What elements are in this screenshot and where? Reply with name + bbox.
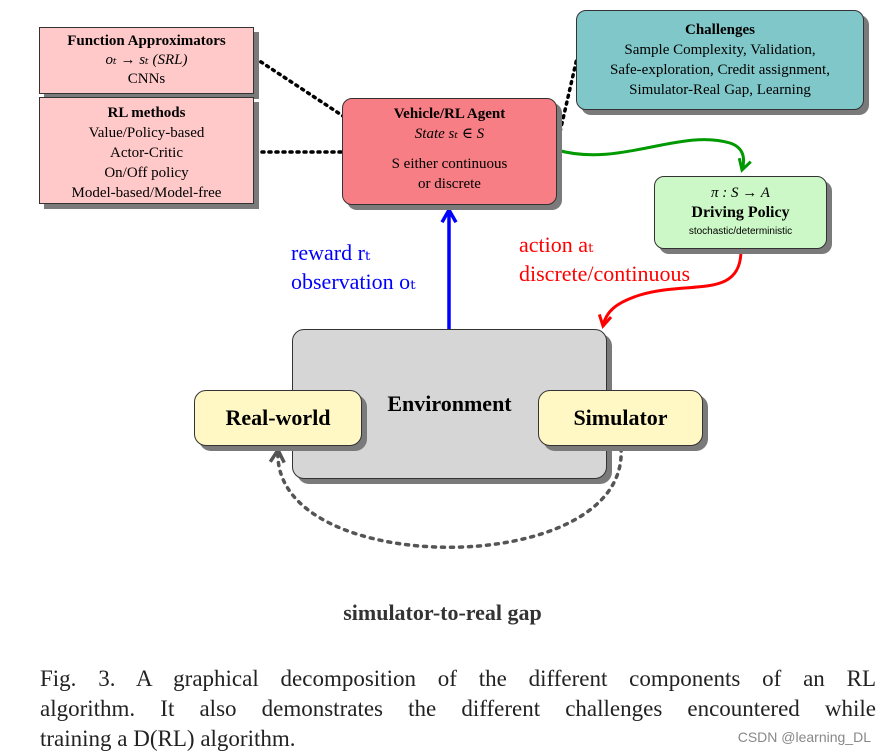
real-world-box: Real-world	[194, 390, 362, 446]
figure-caption-line: Fig. 3. A graphical decomposition of the…	[40, 666, 876, 691]
rl-methods-title: RL methods	[107, 105, 186, 121]
dotted-link-challenges	[555, 56, 579, 147]
challenges-line: Safe-exploration, Credit assignment,	[610, 62, 830, 78]
action-arrow	[597, 249, 743, 329]
agent-state-space: S either continuous	[391, 156, 508, 172]
agent-title: Vehicle/RL Agent	[393, 106, 506, 122]
observation-text: observation oₜ	[291, 269, 416, 294]
policy-formula: π : S → A	[711, 185, 770, 201]
real-world-label: Real-world	[225, 405, 331, 430]
action-label: action aₜ discrete/continuous	[519, 230, 690, 288]
policy-subtitle: stochastic/deterministic	[688, 226, 793, 237]
sim-to-real-dotted-arrow	[268, 446, 623, 549]
challenges-line: Simulator-Real Gap, Learning	[629, 82, 811, 98]
simulator-label: Simulator	[573, 405, 668, 430]
watermark: CSDN @learning_DL	[737, 729, 871, 745]
agent-state-space-cont: or discrete	[418, 176, 481, 192]
rl-methods-item: Value/Policy-based	[88, 125, 205, 141]
reward-observation-label: reward rₜ observation oₜ	[291, 238, 416, 296]
function-approximators-box: Function Approximators oₜ → sₜ (SRL) CNN…	[39, 27, 254, 94]
rl-methods-item: On/Off policy	[104, 165, 189, 181]
action-text: action aₜ	[519, 232, 594, 257]
figure-caption-line: algorithm. It also demonstrates the diff…	[40, 696, 876, 721]
policy-title: Driving Policy	[691, 204, 790, 221]
function-approximators-title: Function Approximators	[67, 33, 226, 49]
challenges-line: Sample Complexity, Validation,	[624, 42, 816, 58]
vehicle-rl-agent-box: Vehicle/RL Agent State sₜ ∈ S S either c…	[342, 98, 557, 205]
reward-text: reward rₜ	[291, 240, 371, 265]
agent-spacer	[343, 144, 556, 154]
function-approximators-mapping: oₜ → sₜ (SRL)	[105, 52, 188, 68]
rl-methods-item: Model-based/Model-free	[71, 185, 222, 201]
figure-caption: Fig. 3. A graphical decomposition of the…	[40, 664, 876, 754]
gap-caption: simulator-to-real gap	[343, 600, 542, 625]
action-type-text: discrete/continuous	[519, 261, 691, 286]
challenges-box: Challenges Sample Complexity, Validation…	[576, 10, 864, 110]
function-approximators-cnns: CNNs	[127, 71, 166, 87]
rl-methods-box: RL methods Value/Policy-based Actor-Crit…	[39, 97, 254, 204]
rl-methods-item: Actor-Critic	[109, 145, 183, 161]
dotted-link-function-approximators	[253, 56, 345, 118]
figure-caption-line: training a D(RL) algorithm.	[40, 726, 296, 751]
simulator-box: Simulator	[538, 390, 703, 446]
driving-policy-box: π : S → A Driving Policy stochastic/dete…	[654, 176, 827, 249]
agent-state: State sₜ ∈ S	[414, 126, 485, 142]
challenges-title: Challenges	[684, 22, 755, 38]
policy-arrow	[556, 138, 752, 173]
environment-label: Environment	[387, 391, 512, 416]
